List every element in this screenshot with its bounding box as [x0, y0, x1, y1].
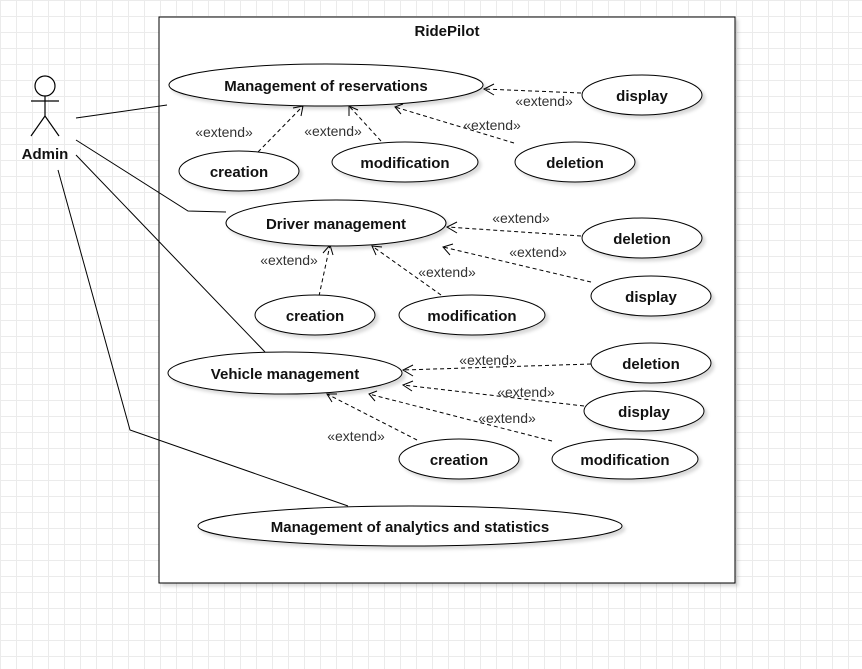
use-case-label: Driver management	[266, 216, 406, 233]
extend-label: «extend»	[304, 123, 362, 139]
assoc-reservations[interactable]	[75, 104, 168, 119]
use-case-analytics[interactable]: Management of analytics and statistics	[197, 505, 623, 547]
use-case-label: display	[625, 289, 677, 306]
assoc-vehicle[interactable]	[75, 154, 266, 353]
use-case-drv-deletion[interactable]: deletion	[581, 217, 703, 259]
actor-head	[34, 75, 56, 97]
extend-label: «extend»	[497, 384, 555, 400]
use-case-veh-modification[interactable]: modification	[551, 438, 699, 480]
extend-dependencies	[257, 83, 592, 442]
extend-label: «extend»	[195, 124, 253, 140]
use-case-veh-creation[interactable]: creation	[398, 438, 520, 480]
use-cases: Management of reservations display creat…	[167, 63, 712, 547]
actor-right-leg	[44, 115, 60, 137]
extend-label: «extend»	[492, 210, 550, 226]
arrowhead	[445, 221, 458, 234]
extend-label: «extend»	[260, 252, 318, 268]
extend-label: «extend»	[463, 117, 521, 133]
associations	[57, 104, 349, 507]
extend-veh-display[interactable]	[402, 384, 585, 407]
arrowhead	[368, 390, 378, 402]
use-case-res-deletion[interactable]: deletion	[514, 141, 636, 183]
extend-res-display[interactable]	[483, 88, 582, 94]
use-case-res-modification[interactable]: modification	[331, 141, 479, 183]
system-title: RidePilot	[414, 23, 479, 40]
use-case-label: modification	[427, 308, 516, 325]
use-case-label: display	[618, 404, 670, 421]
extend-veh-deletion[interactable]	[402, 363, 592, 371]
use-case-label: modification	[580, 452, 669, 469]
use-case-drv-modification[interactable]: modification	[398, 294, 546, 336]
extend-drv-modification[interactable]	[371, 245, 442, 296]
use-case-veh-display[interactable]: display	[583, 390, 705, 432]
actor-left-leg	[30, 115, 46, 137]
use-case-label: Management of analytics and statistics	[271, 519, 549, 536]
use-case-label: deletion	[622, 356, 680, 373]
arrowhead	[401, 364, 414, 377]
extend-label: «extend»	[509, 244, 567, 260]
use-case-driver[interactable]: Driver management	[225, 199, 447, 247]
arrowhead	[482, 83, 495, 96]
extend-res-modification[interactable]	[348, 105, 382, 142]
assoc-driver[interactable]	[75, 139, 227, 213]
use-case-label: creation	[286, 308, 344, 325]
extend-labels: «extend» «extend» «extend» «extend» «ext…	[195, 93, 573, 444]
use-case-drv-display[interactable]: display	[590, 275, 712, 317]
extend-res-creation[interactable]	[257, 105, 304, 153]
arrowhead	[401, 380, 414, 392]
use-case-label: creation	[430, 452, 488, 469]
use-case-res-creation[interactable]: creation	[178, 150, 300, 192]
use-case-label: display	[616, 88, 668, 105]
use-case-drv-creation[interactable]: creation	[254, 294, 376, 336]
use-case-reservations[interactable]: Management of reservations	[168, 63, 484, 107]
extend-label: «extend»	[418, 264, 476, 280]
extend-drv-creation[interactable]	[318, 244, 331, 297]
extend-veh-modification[interactable]	[368, 393, 553, 442]
extend-drv-deletion[interactable]	[446, 226, 582, 237]
extend-label: «extend»	[459, 352, 517, 368]
use-case-label: Management of reservations	[224, 78, 427, 95]
arrowhead	[394, 103, 404, 115]
use-case-vehicle[interactable]: Vehicle management	[167, 351, 403, 395]
use-case-label: Vehicle management	[211, 366, 359, 383]
extend-veh-creation[interactable]	[326, 393, 418, 441]
use-case-label: deletion	[546, 155, 604, 172]
extend-drv-display[interactable]	[442, 246, 592, 283]
arrowhead	[442, 243, 454, 256]
use-case-veh-deletion[interactable]: deletion	[590, 342, 712, 384]
extend-label: «extend»	[327, 428, 385, 444]
use-case-label: creation	[210, 164, 268, 181]
arrowhead	[326, 393, 337, 403]
use-case-res-display[interactable]: display	[581, 74, 703, 116]
extend-label: «extend»	[515, 93, 573, 109]
use-case-label: deletion	[613, 231, 671, 248]
arrowhead	[371, 245, 383, 256]
use-case-label: modification	[360, 155, 449, 172]
actor-name: Admin	[22, 146, 69, 163]
extend-label: «extend»	[478, 410, 536, 426]
actor-admin[interactable]	[30, 75, 60, 137]
assoc-analytics[interactable]	[57, 169, 349, 507]
